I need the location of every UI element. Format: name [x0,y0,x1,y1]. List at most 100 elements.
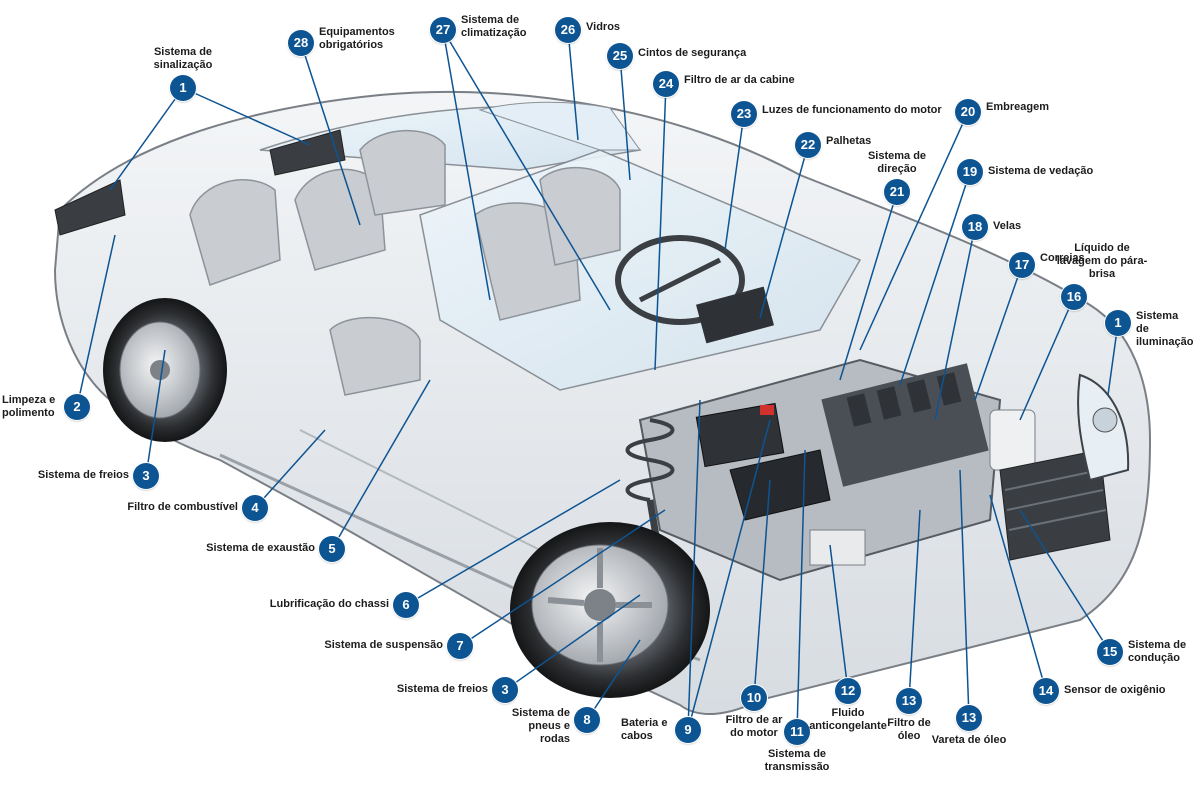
callout-label: Palhetas [826,135,872,147]
callout-6-chassis-lube[interactable]: 6 Lubrificação do chassi [270,592,419,618]
callout-19-sealing[interactable]: 19 Sistema de vedação [957,159,1093,185]
callout-number: 4 [242,495,268,521]
callout-label: Embreagem [986,101,1049,113]
callout-number: 23 [731,101,757,127]
callout-number: 10 [741,685,767,711]
callout-number: 13 [896,688,922,714]
rear-wheel [103,298,227,442]
callout-12-antifreeze[interactable]: 12 Fluido anticongelante [809,678,887,732]
callout-number: 19 [957,159,983,185]
callout-number: 1 [1105,310,1131,336]
callout-23-engine-lights[interactable]: 23 Luzes de funcionamento do motor [731,101,942,127]
callout-11-transmission[interactable]: 11 Sistema de transmissão [765,719,829,773]
callout-number: 9 [675,717,701,743]
callout-14-oxygen-sensor[interactable]: 14 Sensor de oxigênio [1033,678,1165,704]
callout-label: Velas [993,220,1022,232]
callout-number: 8 [574,707,600,733]
callout-label: Sistema de sinalização [153,46,213,71]
callout-label: Sistema de suspensão [324,639,443,651]
callout-number: 14 [1033,678,1059,704]
callout-3-brakes-front[interactable]: 3 Sistema de freios [397,677,518,703]
callout-13-dipstick[interactable]: 13 Vareta de óleo [932,705,1006,746]
engine-bay [638,358,1111,582]
callout-label: Sistema de exaustão [206,542,315,554]
callout-17-belts[interactable]: 17 Correias [1009,252,1085,278]
callout-28-mandatory-equipment[interactable]: 28 Equipamentos obrigatórios [288,26,395,56]
callout-number: 6 [393,592,419,618]
callout-number: 26 [555,17,581,43]
callout-number: 3 [133,463,159,489]
callout-18-spark-plugs[interactable]: 18 Velas [962,214,1021,240]
callout-label: Sistema de transmissão [764,748,830,773]
steering-wheel [615,235,774,344]
callout-20-clutch[interactable]: 20 Embreagem [955,99,1049,125]
front-wheel [510,522,710,698]
callout-27-climate[interactable]: 27 Sistema de climatização [430,14,526,43]
rear-light [54,129,346,236]
callout-number: 27 [430,17,456,43]
headlight [1077,373,1130,482]
callout-label: Vidros [586,21,621,33]
callout-label: Sistema de condução [1128,639,1187,664]
callout-label: Sensor de oxigênio [1064,684,1166,696]
leader-lines [76,29,1119,733]
callout-1-lighting[interactable]: 1 Sistema de iluminação [1105,310,1193,348]
callout-number: 24 [653,71,679,97]
callout-number: 13 [956,705,982,731]
callout-label: Líquido de lavagem do pára-brisa [1056,242,1148,280]
callout-21-steering[interactable]: 21 Sistema de direção [868,150,926,205]
callout-label: Filtro de combustível [127,501,238,513]
callout-number: 2 [64,394,90,420]
callout-number: 16 [1061,284,1087,310]
callout-label: Luzes de funcionamento do motor [762,104,942,116]
callout-15-driving-system[interactable]: 15 Sistema de condução [1097,639,1186,665]
callout-number: 18 [962,214,988,240]
callout-label: Sistema de pneus e rodas [511,707,570,745]
callout-label: Equipamentos obrigatórios [319,26,395,51]
callout-label: Filtro de óleo [887,717,931,742]
callout-label: Sistema de freios [396,683,488,695]
callout-number: 25 [607,43,633,69]
callout-10-engine-air-filter[interactable]: 10 Filtro de ar do motor [726,685,782,739]
callout-1-signaling[interactable]: 1 Sistema de sinalização [154,46,212,101]
callout-4-fuel-filter[interactable]: 4 Filtro de combustível [127,495,268,521]
callout-number: 7 [447,633,473,659]
callout-number: 1 [170,75,196,101]
callout-26-glass[interactable]: 26 Vidros [555,17,620,43]
callout-number: 28 [288,30,314,56]
callout-7-suspension[interactable]: 7 Sistema de suspensão [324,633,473,659]
callout-9-battery[interactable]: 9 Bateria e cabos [621,717,701,743]
callout-label: Sistema de vedação [988,165,1094,177]
car-seats [189,129,621,396]
callout-number: 20 [955,99,981,125]
callout-number: 22 [795,132,821,158]
callout-label: Sistema de freios [37,469,129,481]
callout-label: Sistema de direção [867,150,927,175]
callout-22-wiper-blades[interactable]: 22 Palhetas [795,132,871,158]
callout-label: Limpeza e polimento [2,394,56,419]
callout-label: Filtro de ar do motor [725,714,783,739]
callout-label: Fluido anticongelante [809,707,887,732]
callout-number: 11 [784,719,810,745]
callout-label: Sistema de climatização [461,14,527,39]
callout-number: 3 [492,677,518,703]
callout-number: 21 [884,179,910,205]
callout-number: 15 [1097,639,1123,665]
callout-2-cleaning[interactable]: 2 Limpeza e polimento [2,394,90,420]
callout-number: 5 [319,536,345,562]
callout-3-brakes-rear[interactable]: 3 Sistema de freios [38,463,159,489]
callout-25-seat-belts[interactable]: 25 Cintos de segurança [607,43,746,69]
callout-label: Lubrificação do chassi [269,598,389,610]
callout-24-cabin-air-filter[interactable]: 24 Filtro de ar da cabine [653,71,795,97]
callout-number: 17 [1009,252,1035,278]
callout-13-oil-filter[interactable]: 13 Filtro de óleo [887,688,931,742]
callout-label: Bateria e cabos [621,717,668,742]
callout-8-tires[interactable]: 8 Sistema de pneus e rodas [512,707,600,745]
callout-number: 12 [835,678,861,704]
callout-5-exhaust[interactable]: 5 Sistema de exaustão [206,536,345,562]
callout-16-washer-fluid[interactable]: 16 Líquido de lavagem do pára-brisa [1057,242,1147,310]
callout-label: Correias [1040,252,1085,264]
callout-label: Filtro de ar da cabine [684,74,795,86]
callout-label: Sistema de iluminação [1136,310,1194,348]
